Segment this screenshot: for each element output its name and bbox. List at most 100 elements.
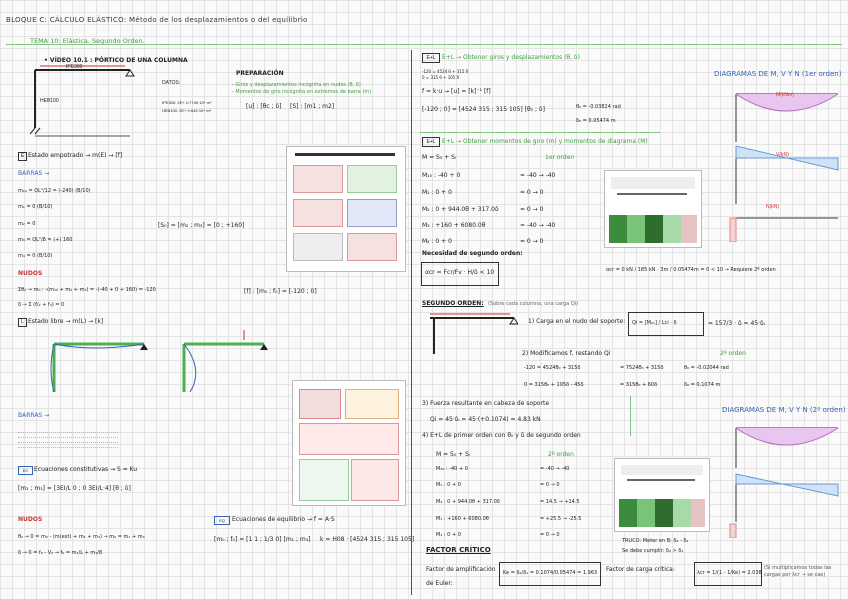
e-row-4: m₄ = 0 (B/10) [18,253,53,259]
so2-eq-a: -120 = 4524θ₀ + 315δ [524,365,581,371]
so1-result: = 157/3 · δ = 45·δᵢ [708,320,765,327]
ec-title: Ecuaciones constitutivas → S = Ku [34,466,138,473]
so1-equation: Qi = [M₀₁] / Lci · δ [632,320,677,326]
video-title: • VÍDEO 10.1 : PÓRTICO DE UNA COLUMNA [44,57,188,64]
f-vector: [f] : [m₀ ; f₀] = [-120 ; 0] [244,288,317,295]
so-step-1: 1) Carga en el nudo del soporte: [528,318,626,325]
s0-vector: [S₀] = [m₂ ; m₃] = [0 ; +160] [158,222,245,229]
el-small-1: -120 = 4524 θ + 315 δ [422,69,469,74]
column-divider [411,50,412,595]
nec-formula-box [421,262,499,286]
prep-line2: - Momentos de giro incógnita en extremos… [232,89,372,95]
m2-row-3-label: M₃ : +160 + 6080.0θ [436,516,489,522]
m2-row-1-label: M₁ : 0 + 0 [436,482,461,488]
m2-row-4-result: = 0 → 0 [540,532,560,538]
so2-result-theta: θ₀ = -0.02044 rad [684,365,729,371]
software-screenshot-2 [614,458,710,532]
e-row-3: m₃ = QL²/8 = (+) 160 [18,237,73,243]
eq-badge: EQ [214,516,230,525]
diag1-n-label: N(kN) [766,204,780,210]
so-step-4: 4) E+L de primer orden con θ₀ y δ de seg… [422,432,581,439]
truco-note: TRUCO: Meter en B: δ₂ - δ₁ [622,538,689,544]
el2-title: E+L → Obtener momentos de giro (m) y mom… [442,138,648,145]
portico-sketch [30,65,135,137]
m2-row-2-label: M₂ : 0 + 944.0θ + 317.0δ [436,499,500,505]
ec-badge: EC [18,466,33,475]
el-divider [420,132,660,133]
el-badge: E+L [422,53,440,63]
m-row-4-result: = 0 → 0 [520,238,544,245]
lecture-thumbnail-1 [286,146,406,272]
el-result-delta: δ₀ = 0.05474 m [576,118,616,124]
nudos-eq2: δ → Σ (f/₂ + f₃) = 0 [18,302,65,308]
m2-row-4-label: M₄ : 0 + 0 [436,532,461,538]
diagram-2nd-order [729,427,839,538]
m-row-1-result: = 0 → 0 [520,189,544,196]
fc-title: FACTOR CRÍTICO [426,546,491,554]
k-equation: k = H08 · [4524 315 ; 315 105] [320,536,415,543]
diag2-title: DIAGRAMAS DE M, V Y N (2º orden) [722,406,846,414]
e-badge: E [18,152,27,161]
m-row-0-result: = -40 → -40 [520,172,556,179]
m-row-4-label: M₄ : 0 + 0 [422,238,452,245]
m2-row-3-result: = +25.5 → -25.5 [540,516,582,522]
e-barras: BARRAS → [18,170,50,177]
nec-title: Necesidad de segundo orden: [422,250,523,257]
eq-matrix: [m₀ ; f₀] = [1 1 ; 1/3 0] [m₁ ; m₃] [214,536,311,543]
lecture-thumbnail-2 [292,380,406,506]
prep-matrix-s: [S] : [m1 ; m2] [290,103,335,110]
m2-row-0-result: = -40 → -40 [540,466,570,472]
fc1-equation: Ke = δ₂/δ₁ = 0.1074/0.05474 = 1.963 [503,570,598,576]
m2-row-0-label: M₁₀ : -40 + 0 [436,466,468,472]
m2-row-2-result: = 14.5 → +14.5 [540,499,580,505]
diag1-m-label: M(kNm) [776,92,794,98]
m-row-3-result: = -40 → -40 [520,222,556,229]
so2-eq-c: = 7524θ₀ + 315δ [620,365,664,371]
nec-formula: αcr = Fcr/Fv · H/δ < 10 [425,269,495,276]
nudos-title: NUDOS [18,270,43,277]
ec-matrix: [m₁ ; m₃] = [3EI/L 0 ; 0 3EI/L·4] [θ ; δ… [18,485,131,492]
so-note: (Sobre cada columna, una carga Qi) [488,301,579,307]
m-row-3-label: M₃ : +160 + 6080.0θ [422,222,486,229]
el-title: E+L → Obtener giros y desplazamientos (θ… [442,54,580,61]
so2-result-delta: δ₀ = 0.1074 m [684,382,721,388]
prep-line1: - Giros y desplazamientos incógnita en n… [232,82,361,88]
el-matrix: [-120 ; 0] = [4524 315 ; 315 105] [θ₀ ; … [422,106,545,113]
order1-label: 1er orden [545,154,575,161]
prep-title: PREPARACIÓN [236,70,284,77]
datos-heb: HEB100: 2E+ I=944·10⁴ m⁴ [162,108,212,113]
page-subtitle: TEMA 10: Elástica. Segundo Orden. [30,37,145,45]
fc2-equation: λcr = 1/(1 - 1/Ke) = 2.038 [697,570,762,576]
libre-sketches [50,330,268,393]
e-row-0: m₁₀ = QL²/12 = (-240) (B/10) [18,188,91,194]
page-title: BLOQUE C: CÁLCULO ELÁSTICO: Método de lo… [6,16,308,24]
column-label: HEB100 [40,98,59,104]
nudos2-eq2: δ → 0 = f₀ - V₂ → f₀ = m₁/L + m₃/8 [18,550,103,556]
beam-label: IPE300 [66,64,83,70]
so-sketch [430,313,518,354]
datos-ipe: IPE300: 2E+ I=7740·10⁴ m⁴ [162,100,212,105]
el2-badge: E+L [422,137,440,147]
order2-label: 2º orden [720,350,746,357]
software-screenshot-1 [604,170,702,248]
nudos2-eq1: θ₀ → 0 = m₀ - (m(ext) + m₁ + m₃) → m₀ = … [18,534,145,540]
nec-result: αcr = 0 kN / 185 kN · 3m / 0.05474m = 0 … [606,267,776,273]
order2-label-b: 2º orden [548,451,574,458]
prep-matrix-u: [u] : [θc ; δ] [246,103,282,110]
m-row-2-result: = 0 → 0 [520,206,544,213]
m-header: M = S₀ + Sₗ [422,154,456,161]
fc2-label: Factor de carga crítica: [606,566,675,573]
el-small-2: 0 = 315 θ + 105 δ [422,75,460,80]
el-result-theta: θ₀ = -0.03824 rad [576,104,621,110]
truco-condition: Se debe cumplir: δ₂ > δ₁ [622,548,684,554]
l-barras-notes [18,428,118,458]
fc1-box [499,562,601,586]
nudos2-title: NUDOS [18,516,43,523]
m-row-1-label: M₁ : 0 + 0 [422,189,452,196]
so1-box [628,312,704,336]
l-title: Estado libre → m(L) → [k] [28,318,104,325]
fc2-box [694,562,762,586]
so3-equation: Qi = 45·δᵢ = 45·(+0.1074) = 4.83 kN [430,416,541,423]
l-barras: BARRAS → [18,412,50,419]
l-badge: L [18,318,27,327]
